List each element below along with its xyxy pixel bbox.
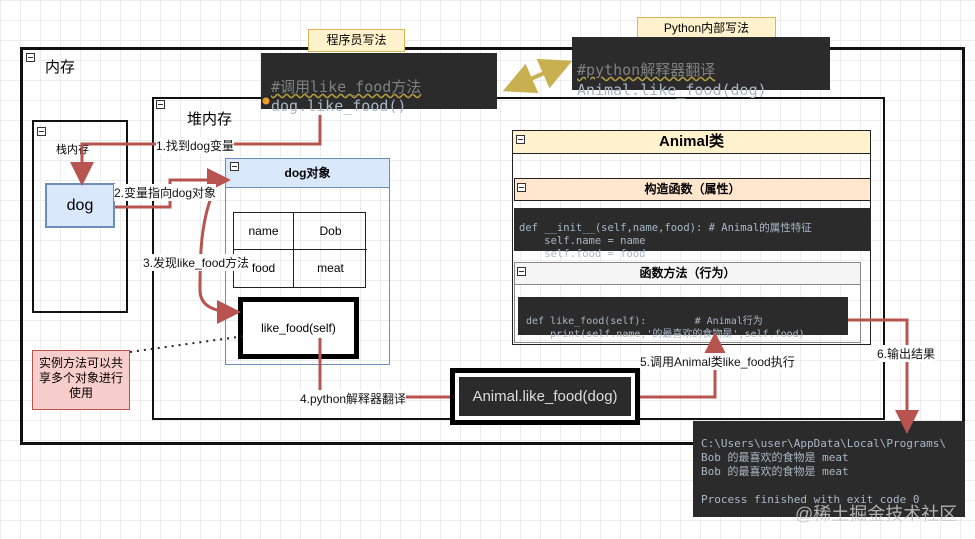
collapse-icon[interactable] — [517, 267, 526, 276]
collapse-icon[interactable] — [37, 127, 46, 136]
step-3-label: 3.发现like_food方法 — [143, 254, 250, 271]
collapse-icon[interactable] — [156, 100, 165, 109]
output-line: Bob 的最喜欢的食物是 meat — [701, 465, 849, 478]
collapse-icon[interactable] — [26, 53, 35, 62]
arrow-step4 — [318, 338, 450, 399]
method-box[interactable]: like_food(self) — [238, 297, 359, 359]
output-line: Process finished with exit code 0 — [701, 493, 920, 506]
step-5-label: 5.调用Animal类like_food执行 — [640, 353, 795, 370]
python-code: #python解释器翻译 Animal.like_food(dog) — [572, 37, 830, 99]
call-code: Animal.like_food(dog) — [459, 377, 631, 416]
watermark: @稀土掘金技术社区 — [795, 504, 958, 524]
step-4-label: 4.python解释器翻译 — [300, 390, 407, 407]
attr-key: name — [234, 213, 294, 250]
output-line: Bob 的最喜欢的食物是 meat — [701, 451, 849, 464]
step-2-label: 2.变量指向dog对象 — [114, 184, 217, 201]
code-comment: #调用like_food方法 — [271, 78, 422, 96]
code-comment: #python解释器翻译 — [577, 61, 716, 79]
translation-arrow — [502, 58, 573, 94]
attribute-table: name Dob food meat — [233, 212, 367, 288]
collapse-icon[interactable] — [517, 183, 526, 192]
memory-title: 内存 — [45, 59, 76, 76]
dog-object-header: dog对象 — [225, 158, 390, 188]
stack-container — [32, 120, 128, 313]
method-title: 函数方法（行为） — [514, 262, 861, 285]
collapse-icon[interactable] — [516, 135, 525, 144]
note-link — [129, 335, 246, 353]
lightbulb-icon — [262, 97, 270, 105]
python-tag: Python内部写法 — [637, 17, 776, 39]
attr-key: food — [234, 250, 294, 287]
code-line: Animal.like_food(dog) — [577, 81, 767, 99]
code-line: def like_food(self): # Animal行为 — [526, 316, 763, 327]
output-line: C:\Users\user\AppData\Local\Programs\ — [701, 437, 947, 450]
attr-value: Dob — [294, 213, 367, 250]
programmer-tag: 程序员写法 — [308, 29, 405, 52]
animal-class-title: Animal类 — [512, 130, 871, 154]
code-line: print(self.name,'的最喜欢的食物是',self.food) — [526, 329, 805, 340]
heap-title: 堆内存 — [187, 111, 233, 128]
code-line: self.food = food — [519, 248, 646, 260]
method-code: def like_food(self): # Animal行为 print(se… — [518, 297, 848, 340]
arrow-step3 — [198, 187, 241, 324]
ctor-title: 构造函数（属性） — [514, 178, 871, 201]
arrow-step6 — [848, 318, 919, 434]
output-console: C:\Users\user\AppData\Local\Programs\Bob… — [693, 421, 965, 517]
step-1-label: 1.找到dog变量 — [156, 137, 235, 154]
note-box: 实例方法可以共享多个对象进行使用 — [32, 350, 130, 410]
code-line: self.name = name — [519, 235, 646, 247]
code-line: dog.like_food() — [271, 97, 407, 115]
step-6-label: 6.输出结果 — [877, 345, 936, 362]
call-box: Animal.like_food(dog) — [450, 368, 640, 425]
attr-value: meat — [317, 261, 344, 275]
code-line: def __init__(self,name,food): # Animal的属… — [519, 222, 812, 234]
collapse-icon[interactable] — [230, 162, 239, 171]
ctor-code: def __init__(self,name,food): # Animal的属… — [514, 208, 871, 260]
memory-container — [20, 47, 965, 445]
